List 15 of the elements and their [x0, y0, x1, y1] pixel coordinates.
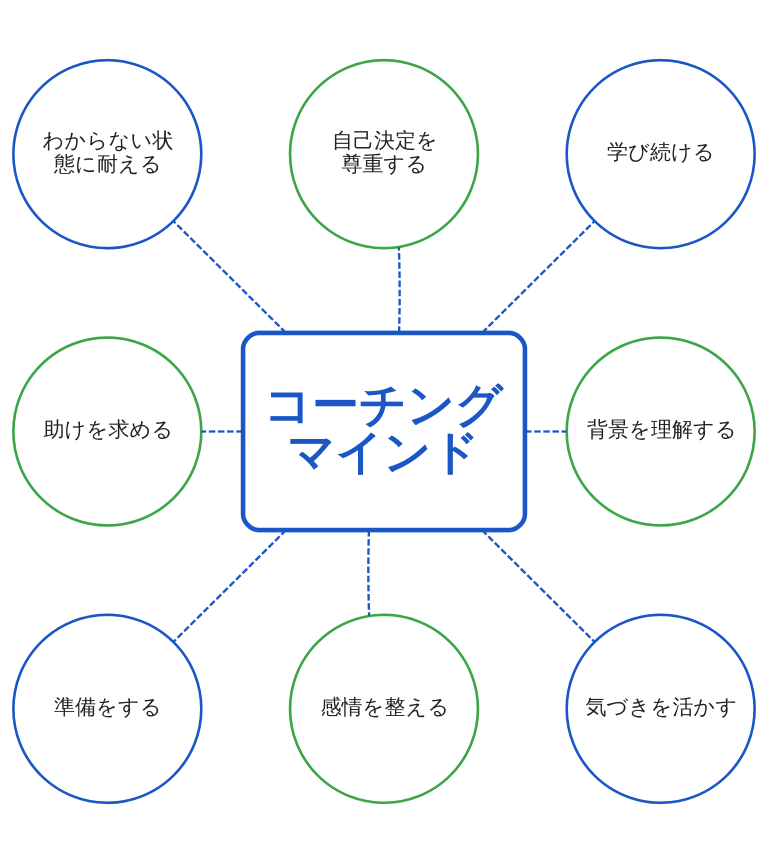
connector [481, 220, 596, 334]
connector [172, 220, 287, 334]
node-circle: 背景を理解する [565, 336, 756, 526]
node-circle: わからない状態に耐える [12, 58, 203, 249]
connector [398, 246, 401, 332]
connector [201, 430, 243, 432]
node-circle: 自己決定を尊重する [288, 58, 480, 249]
node-box: コーチングマインド [240, 330, 528, 532]
node-circle: 気づきを活かす [565, 613, 756, 804]
node-circle: 準備をする [12, 613, 203, 804]
node-circle: 助けを求める [12, 336, 203, 526]
connector [525, 430, 566, 432]
connector [367, 530, 370, 616]
node-circle: 感情を整える [288, 613, 480, 804]
node-circle: 学び続ける [565, 58, 756, 249]
